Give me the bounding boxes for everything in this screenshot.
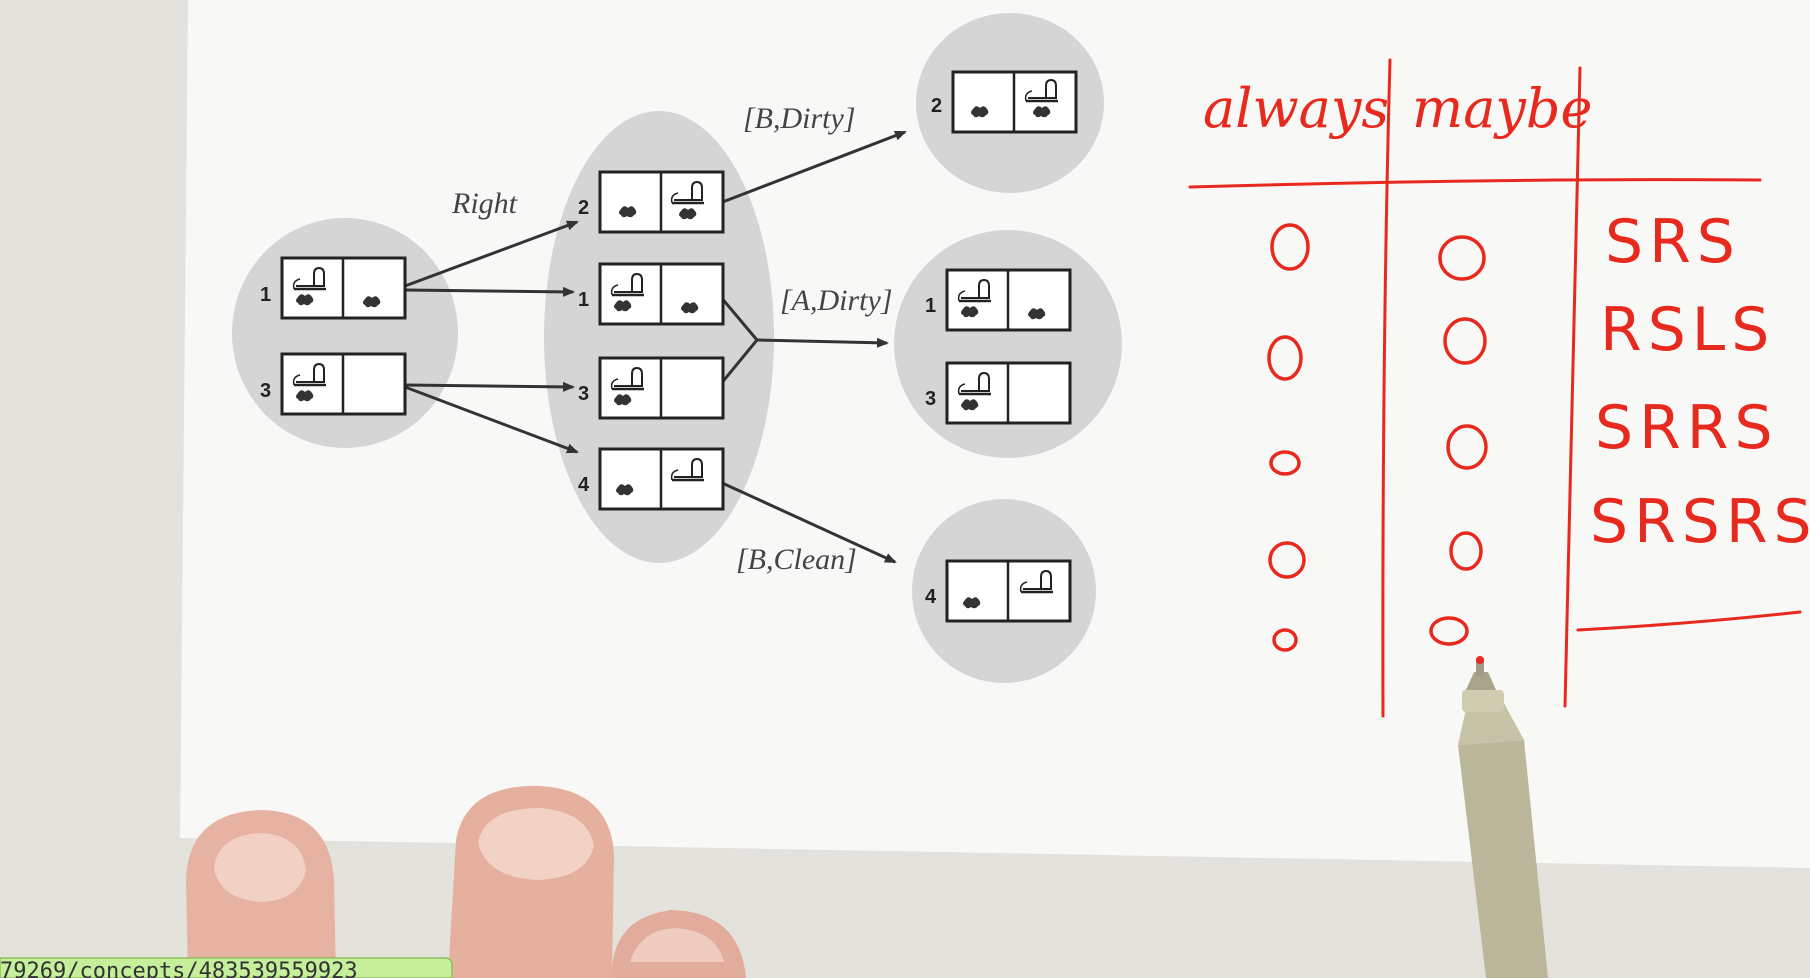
percept-label-b-dirty: [B,Dirty] xyxy=(743,102,856,135)
action-sequence: RSLS xyxy=(1600,295,1775,365)
handwritten-notes: always maybe SRS RSLS SRRS SRSRS xyxy=(1188,58,1810,718)
state-number: 4 xyxy=(925,586,937,608)
state-number: 2 xyxy=(578,197,589,219)
state-box xyxy=(598,356,725,420)
state-number: 4 xyxy=(578,474,590,496)
circle-marks xyxy=(1267,223,1488,652)
state-number: 1 xyxy=(260,284,271,306)
state-box xyxy=(598,262,725,326)
state-box xyxy=(598,170,725,234)
state-number: 1 xyxy=(578,289,589,311)
fingers xyxy=(186,785,746,978)
state-number: 2 xyxy=(931,95,942,117)
column-header-maybe: maybe xyxy=(1412,77,1592,140)
column-header-always: always xyxy=(1203,77,1389,140)
table-lines xyxy=(1188,58,1802,718)
action-sequence: SRSRS xyxy=(1590,487,1810,557)
state-number: 1 xyxy=(925,295,936,317)
state-box xyxy=(945,559,1072,623)
url-text[interactable]: 79269/concepts/483539559923 xyxy=(0,959,358,978)
state-number: 3 xyxy=(925,388,936,410)
percept-label-a-dirty: [A,Dirty] xyxy=(780,284,893,317)
state-box xyxy=(951,70,1078,134)
state-number: 3 xyxy=(260,380,271,402)
action-sequence: SRRS xyxy=(1595,393,1779,463)
state-box xyxy=(280,352,407,416)
action-label-right: Right xyxy=(451,187,518,220)
url-bar[interactable]: 79269/concepts/483539559923 xyxy=(0,957,453,978)
state-number: 3 xyxy=(578,383,589,405)
state-box xyxy=(280,256,407,320)
action-sequence: SRS xyxy=(1605,207,1741,277)
percept-label-b-clean: [B,Clean] xyxy=(736,543,857,576)
belief-state-diagram: 1 3 2 1 3 4 2 1 3 4 Right [B,Dirty] [A,D… xyxy=(232,13,1122,683)
marker-pen xyxy=(1458,656,1548,978)
state-box xyxy=(598,447,725,511)
state-box xyxy=(945,268,1072,332)
state-box xyxy=(945,361,1072,425)
transition-arrows xyxy=(404,130,907,564)
